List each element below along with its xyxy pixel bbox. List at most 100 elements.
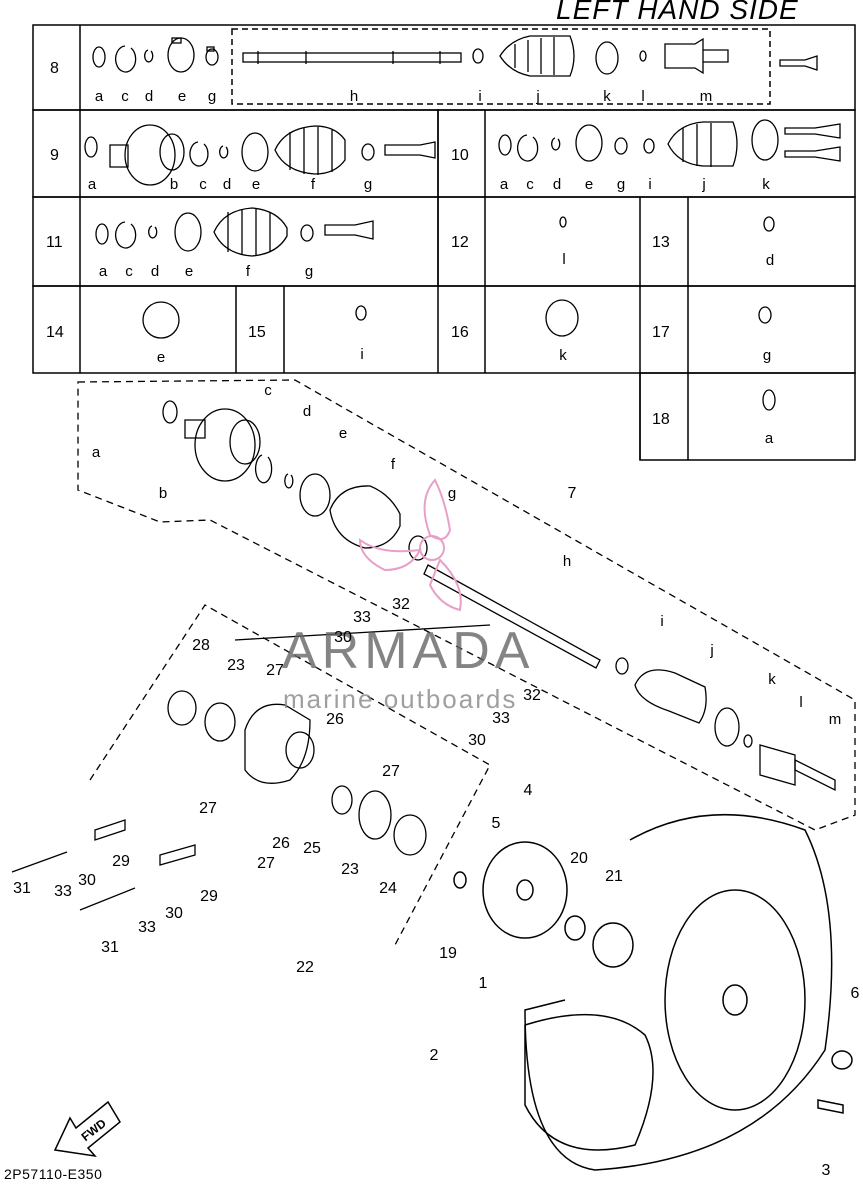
armada-watermark: ARMADA marine outboards: [282, 478, 529, 714]
part-letter-r12-l: l: [562, 251, 565, 268]
part-letter-r8-j: j: [535, 88, 539, 105]
callout-23: 23: [227, 657, 245, 674]
part-letter-r8-a: a: [95, 88, 104, 105]
row-number-18: 18: [652, 411, 670, 428]
callout-6: 6: [851, 985, 860, 1002]
page-title: LEFT HAND SIDE: [556, 0, 799, 25]
callout-27: 27: [382, 763, 400, 780]
part-letter-r11-g: g: [305, 263, 313, 280]
part-letter-r18-a: a: [765, 430, 774, 447]
row-number-8: 8: [50, 60, 59, 77]
callout-25: 25: [303, 840, 321, 857]
callout-33: 33: [138, 919, 156, 936]
shaft-letter-m: m: [829, 711, 842, 728]
shaft-letter-b: b: [159, 485, 167, 502]
callout-21: 21: [605, 868, 623, 885]
diagram-code: 2P57110-E350: [4, 1166, 103, 1182]
shaft-letter-k: k: [768, 671, 776, 688]
row-number-12: 12: [451, 234, 469, 251]
part-letter-r9-f: f: [311, 176, 316, 193]
callout-19: 19: [439, 945, 457, 962]
part-letter-r11-e: e: [185, 263, 193, 280]
part-letter-r9-g: g: [364, 176, 372, 193]
propeller-logo: [358, 478, 462, 612]
row-number-17: 17: [652, 324, 670, 341]
part-letter-r10-i: i: [648, 176, 651, 193]
watermark-subtitle: marine outboards: [283, 684, 517, 714]
fwd-arrow: FWD: [53, 1100, 121, 1158]
callout-32: 32: [392, 596, 410, 613]
callout-23: 23: [341, 861, 359, 878]
part-letter-r8-g: g: [208, 88, 216, 105]
callout-20: 20: [570, 850, 588, 867]
callout-30: 30: [78, 872, 96, 889]
shaft-assembly: [77, 379, 856, 831]
callout-27: 27: [266, 662, 284, 679]
callout-30: 30: [468, 732, 486, 749]
row-number-13: 13: [652, 234, 670, 251]
part-letter-r8-e: e: [178, 88, 186, 105]
row-number-14: 14: [46, 324, 64, 341]
part-letter-r10-k: k: [762, 176, 770, 193]
callout-31: 31: [13, 880, 31, 897]
shaft-letter-i: i: [660, 613, 663, 630]
row-10-parts: [498, 119, 841, 167]
part-letter-r16-k: k: [559, 347, 567, 364]
callout-4: 4: [524, 782, 533, 799]
callout-33: 33: [54, 883, 72, 900]
row-number-11: 11: [46, 234, 63, 251]
callout-1: 1: [479, 975, 488, 992]
callout-2: 2: [430, 1047, 439, 1064]
part-letter-r8-c: c: [121, 88, 129, 105]
part-letter-r14-e: e: [157, 349, 165, 366]
part-letter-r10-d: d: [553, 176, 561, 193]
callout-30: 30: [165, 905, 183, 922]
part-letter-r9-c: c: [199, 176, 207, 193]
part-letter-r17-g: g: [763, 347, 771, 364]
part-letter-r10-a: a: [500, 176, 509, 193]
callout-22: 22: [296, 959, 314, 976]
callout-33: 33: [353, 609, 371, 626]
shaft-letter-c: c: [264, 382, 272, 399]
shaft-letter-d: d: [303, 403, 311, 420]
part-letter-r9-a: a: [88, 176, 97, 193]
shaft-letter-g: g: [448, 485, 456, 502]
row-number-15: 15: [248, 324, 266, 341]
wheel-assembly: [453, 813, 853, 1171]
part-letter-r13-d: d: [766, 252, 774, 269]
part-letter-r8-i: i: [478, 88, 481, 105]
callout-33: 33: [492, 710, 510, 727]
callout-27: 27: [199, 800, 217, 817]
callout-31: 31: [101, 939, 119, 956]
callout-26: 26: [326, 711, 344, 728]
callout-26: 26: [272, 835, 290, 852]
part-letter-r9-b: b: [170, 176, 178, 193]
callout-numbers: 1234567192021222323242526262727272728292…: [13, 485, 859, 1179]
part-letter-r15-i: i: [360, 346, 363, 363]
callout-29: 29: [200, 888, 218, 905]
row-11-parts: [95, 207, 374, 257]
part-letter-r11-d: d: [151, 263, 159, 280]
callout-7: 7: [568, 485, 577, 502]
shaft-letter-f: f: [391, 456, 396, 473]
shaft-letter-a: a: [92, 444, 101, 461]
part-letter-r9-d: d: [223, 176, 231, 193]
part-letter-r8-m: m: [700, 88, 713, 105]
callout-29: 29: [112, 853, 130, 870]
callout-32: 32: [523, 687, 541, 704]
row-number-9: 9: [50, 147, 59, 164]
part-letter-r9-e: e: [252, 176, 260, 193]
part-letter-r10-e: e: [585, 176, 593, 193]
row-9-parts: [84, 124, 436, 186]
part-letter-r11-f: f: [246, 263, 251, 280]
row-number-16: 16: [451, 324, 469, 341]
part-letter-r10-j: j: [701, 176, 705, 193]
shaft-letter-h: h: [563, 553, 571, 570]
single-parts: [142, 216, 776, 411]
knuckle-assembly: [11, 604, 491, 946]
part-letter-r8-d: d: [145, 88, 153, 105]
part-letter-r10-c: c: [526, 176, 534, 193]
